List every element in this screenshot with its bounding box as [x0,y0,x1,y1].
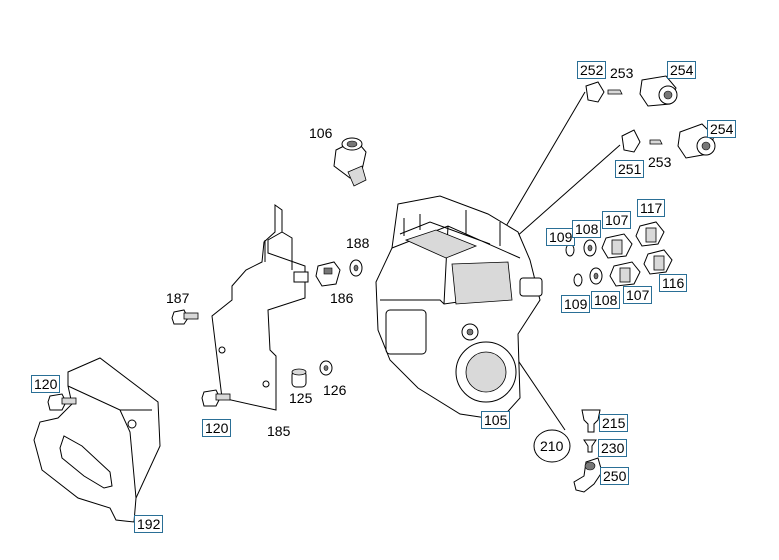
callout-107-lower: 107 [623,286,653,304]
callout-105: 105 [481,411,511,429]
callout-253-lower: 253 [648,154,672,170]
callout-187: 187 [166,290,190,306]
callout-215: 215 [599,414,629,432]
washer-109-b [573,273,583,287]
clip-186 [315,261,341,287]
callout-253-top: 253 [610,65,634,81]
callout-254-top: 254 [667,61,697,79]
callout-185: 185 [267,423,291,439]
pin-230 [583,439,597,453]
plug-254-b [677,123,716,159]
plug-254-a [639,75,678,107]
valve-unit-105 [375,195,543,421]
callout-254-lower: 254 [707,120,737,138]
group-circle-210 [533,429,571,463]
callout-117: 117 [637,199,666,217]
callout-120-left: 120 [31,375,61,393]
callout-210: 210 [540,438,564,454]
union-107-b [609,261,641,287]
callout-109-upper: 109 [546,228,576,246]
callout-126: 126 [323,382,347,398]
callout-108-upper: 108 [572,220,602,238]
callout-125: 125 [289,390,313,406]
callout-116: 116 [659,274,688,292]
washer-188 [349,259,363,277]
elbow-fitting-106 [333,137,367,187]
callout-109-lower: 109 [561,295,591,313]
nut-126 [319,360,333,376]
callout-186: 186 [330,290,354,306]
connector-252 [585,81,605,103]
callout-120-center: 120 [202,419,232,437]
callout-252: 252 [577,61,607,79]
bolt-187 [171,309,199,325]
ring-108-a [583,239,597,257]
callout-192: 192 [134,515,164,533]
bolt-120a [47,393,77,411]
bracket-192 [33,357,161,523]
bracket-185 [211,204,309,411]
elbow-250 [573,457,603,493]
leader-line-252 [504,91,586,229]
ring-108-b [589,267,603,285]
bolt-120b [201,389,231,407]
callout-230: 230 [598,439,628,457]
leader-line-251 [514,144,621,239]
union-117 [635,221,665,247]
pin-253-a [607,89,623,95]
callout-250: 250 [600,467,630,485]
callout-106: 106 [309,125,333,141]
union-107-a [601,233,633,259]
callout-188: 188 [346,235,370,251]
callout-108-lower: 108 [591,291,621,309]
callout-251: 251 [615,160,645,178]
tee-fitting-215 [581,409,601,433]
union-116 [643,249,673,275]
connector-251 [621,129,641,153]
pin-253-b [649,139,663,145]
bushing-125 [291,368,307,388]
callout-107-upper: 107 [602,211,632,229]
